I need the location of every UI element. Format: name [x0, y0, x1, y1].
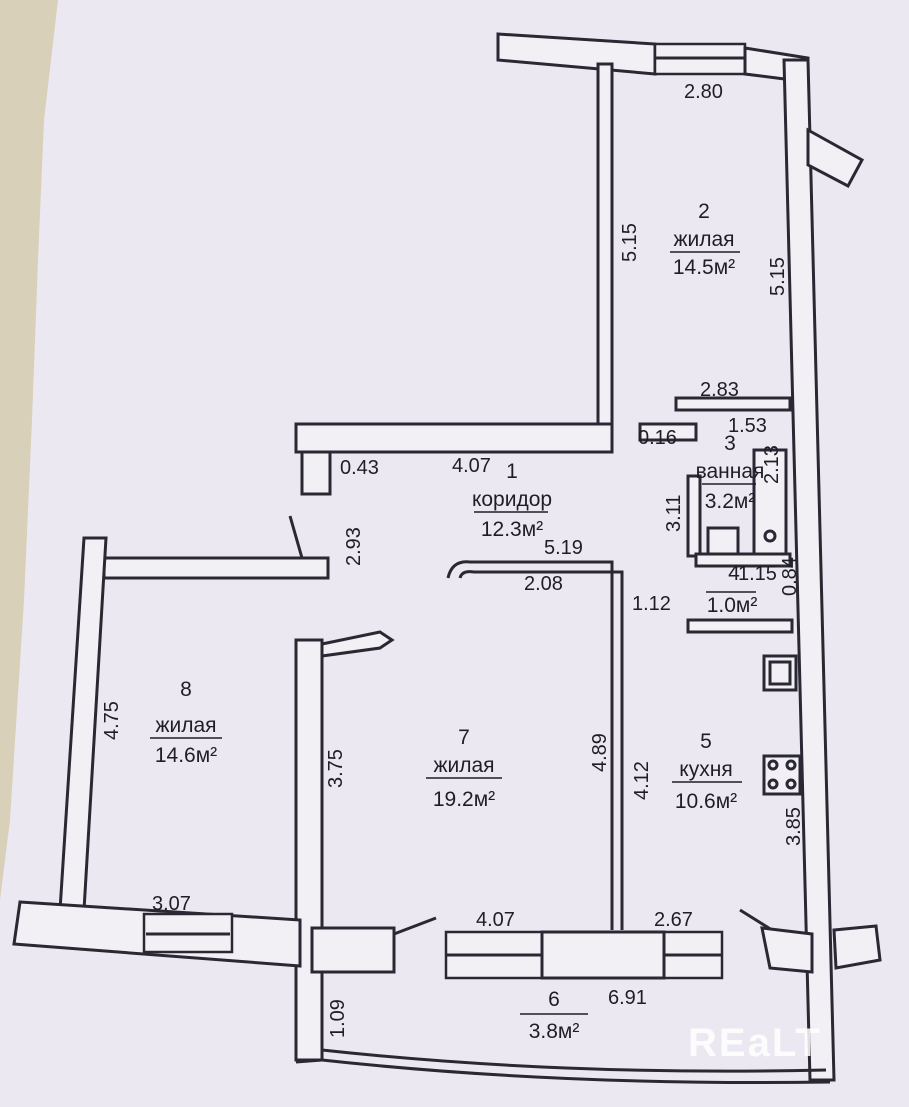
- walls: [12, 32, 882, 1085]
- dim-label: 4.75: [101, 701, 123, 740]
- room-area: 12.3м²: [481, 518, 543, 541]
- realt-watermark: REaLT: [688, 1021, 822, 1065]
- dim-label: 5.19: [544, 537, 583, 559]
- dim-label: 3.07: [152, 893, 191, 915]
- room-area: 14.5м²: [673, 256, 735, 279]
- dim-label: 1.09: [327, 999, 349, 1038]
- room-area: 14.6м²: [155, 744, 217, 767]
- dim-label: 2.08: [524, 573, 563, 595]
- dim-label: 3.11: [663, 495, 685, 532]
- dim-label: 2.93: [343, 527, 365, 566]
- background-carpet: [0, 0, 58, 900]
- dim-label: 1.15: [738, 563, 777, 585]
- room-number: 8: [180, 678, 192, 701]
- room-number: 1: [506, 460, 518, 483]
- room-6-label: 6 3.8м²: [520, 988, 588, 1043]
- room-area: 19.2м²: [433, 788, 495, 811]
- room-8-label: 8 жилая 14.6м²: [150, 678, 222, 767]
- dim-label: 0.16: [638, 427, 677, 449]
- dim-label: 3.75: [325, 749, 347, 788]
- dim-label: 1.53: [728, 415, 767, 437]
- dim-label: 0.84: [779, 557, 801, 596]
- room-4-label: 4 1.0м²: [706, 562, 757, 617]
- fixtures: [706, 448, 802, 796]
- dim-label: 2.67: [654, 909, 693, 931]
- room-1-label: 1 коридор 12.3м²: [472, 460, 552, 541]
- room-number: 6: [548, 988, 560, 1011]
- dim-label: 2.13: [761, 445, 783, 484]
- dimensions: 2.80 5.15 5.15 2.83 1.53 0.16 3.11 2.13 …: [101, 81, 805, 1038]
- sink: [706, 526, 740, 556]
- room-area: 3.8м²: [529, 1020, 580, 1043]
- dim-label: 4.07: [452, 455, 491, 477]
- bathtub: [752, 448, 788, 556]
- dim-label: 5.15: [767, 257, 789, 296]
- room-area: 1.0м²: [707, 594, 758, 617]
- dim-label: 6.91: [608, 987, 647, 1009]
- room-number: 5: [700, 730, 712, 753]
- dim-label: 4.07: [476, 909, 515, 931]
- room-area: 3.2м²: [705, 490, 756, 513]
- dim-label: 4.12: [631, 761, 653, 800]
- room-name: ванная: [696, 460, 765, 483]
- room-name: жилая: [155, 714, 216, 737]
- room-3-label: 3 ванная 3.2м²: [696, 432, 765, 513]
- dim-label: 2.83: [700, 379, 739, 401]
- room-name: кухня: [679, 758, 732, 781]
- room-name: жилая: [433, 754, 494, 777]
- room-area: 10.6м²: [675, 790, 737, 813]
- dim-label: 5.15: [619, 223, 641, 262]
- room-number: 3: [724, 432, 736, 455]
- room-7-label: 7 жилая 19.2м²: [426, 726, 502, 811]
- room-name: коридор: [472, 488, 552, 511]
- room-name: жилая: [673, 228, 734, 251]
- room-number: 7: [458, 726, 470, 749]
- room-number: 4: [728, 562, 740, 585]
- room-number: 2: [698, 200, 710, 223]
- dim-label: 4.89: [589, 733, 611, 772]
- room-5-label: 5 кухня 10.6м²: [672, 730, 742, 813]
- room-2-label: 2 жилая 14.5м²: [670, 200, 740, 279]
- dim-label: 1.12: [632, 593, 671, 615]
- dim-label: 2.80: [684, 81, 723, 103]
- dim-label: 3.85: [783, 807, 805, 846]
- dim-label: 0.43: [340, 457, 379, 479]
